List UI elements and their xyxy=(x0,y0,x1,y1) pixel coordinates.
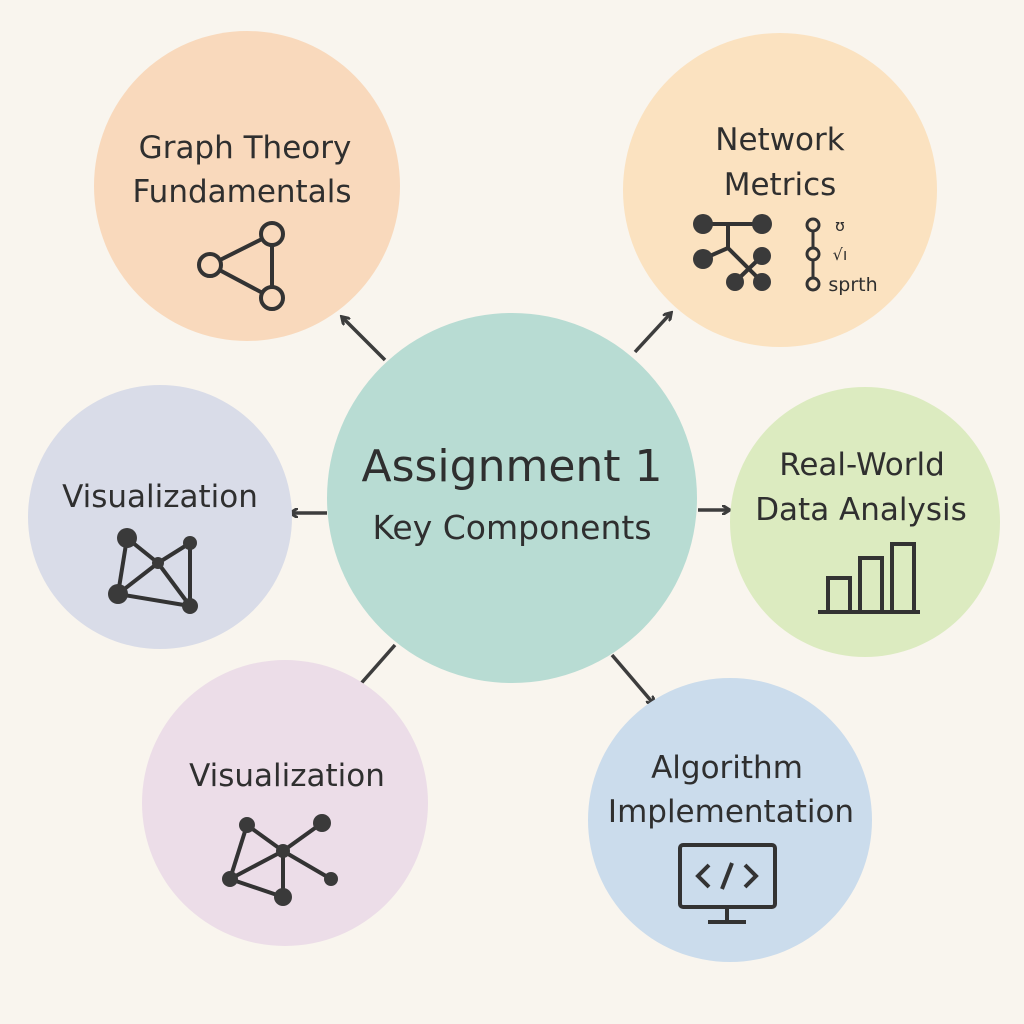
node-title: Real-World xyxy=(779,447,945,483)
arrow-to-network-metrics xyxy=(633,314,670,354)
node-title: Data Analysis xyxy=(755,492,967,528)
node-title: Visualization xyxy=(189,758,385,794)
arrow-to-graph-theory xyxy=(343,318,387,362)
bar-chart-icon xyxy=(818,542,920,614)
node-visualization-bottom: Visualization xyxy=(142,660,428,946)
node-network-metrics: Network Metrics ʊ √ı sprth xyxy=(623,33,937,347)
center-node: Assignment 1 Key Components xyxy=(327,313,697,683)
node-title: Network xyxy=(715,122,844,158)
node-real-world-data-analysis: Real-World Data Analysis xyxy=(730,387,1000,657)
node-title: Algorithm xyxy=(651,750,803,786)
node-title: Fundamentals xyxy=(133,174,352,210)
node-visualization-left: Visualization xyxy=(28,385,292,649)
node-graph-theory: Graph Theory Fundamentals xyxy=(94,31,400,341)
svg-text:√ı: √ı xyxy=(833,245,848,264)
arrow-to-algorithm xyxy=(610,653,653,703)
connector-arrows xyxy=(292,314,728,703)
code-monitor-icon xyxy=(678,843,777,924)
network-graph-icon xyxy=(222,814,338,906)
path-legend-icon: ʊ √ı xyxy=(805,216,848,292)
tree-graph-icon xyxy=(693,214,772,291)
svg-text:ʊ: ʊ xyxy=(835,216,845,235)
center-title: Assignment 1 xyxy=(361,441,662,492)
network-graph-icon xyxy=(108,528,198,614)
node-algorithm-implementation: Algorithm Implementation xyxy=(588,678,872,962)
center-subtitle: Key Components xyxy=(372,508,651,547)
node-title: Metrics xyxy=(724,167,837,203)
node-title: Graph Theory xyxy=(139,130,352,166)
node-title: Visualization xyxy=(62,479,258,515)
node-title: Implementation xyxy=(608,794,854,830)
legend-text: sprth xyxy=(828,274,877,296)
triangle-graph-icon xyxy=(197,221,285,311)
